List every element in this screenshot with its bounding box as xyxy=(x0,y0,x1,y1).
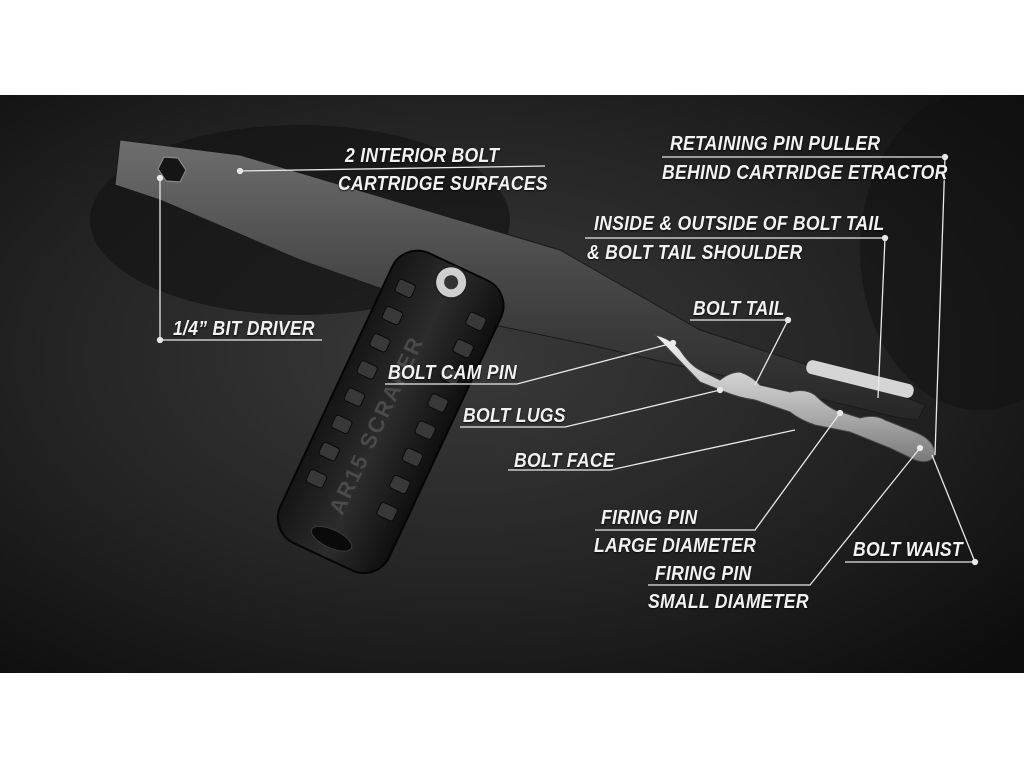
label-bolt-cam-pin: BOLT CAM PIN xyxy=(388,362,517,384)
scalloped-tip xyxy=(653,334,936,463)
hex-bit-socket xyxy=(157,156,187,183)
label-firing-pin-large-line2: LARGE DIAMETER xyxy=(594,535,757,557)
tool-photo: AR15 SCRAPER xyxy=(0,95,1024,673)
label-bolt-tail-inside-line2: & BOLT TAIL SHOULDER xyxy=(587,242,803,264)
label-firing-pin-small-line2: SMALL DIAMETER xyxy=(648,591,809,613)
lanyard-hole xyxy=(310,525,353,552)
label-interior-bolt-line1: 2 INTERIOR BOLT xyxy=(345,145,500,167)
label-interior-bolt-line2: CARTRIDGE SURFACES xyxy=(338,173,548,195)
label-bolt-lugs: BOLT LUGS xyxy=(463,405,566,427)
label-bolt-tail: BOLT TAIL xyxy=(693,298,785,320)
label-bit-driver: 1/4” BIT DRIVER xyxy=(173,318,315,340)
label-bolt-waist: BOLT WAIST xyxy=(853,539,963,561)
label-retaining-pin-line2: BEHIND CARTRIDGE ETRACTOR xyxy=(662,162,948,184)
steel-blade xyxy=(114,139,936,463)
leader-lines xyxy=(156,153,979,586)
retaining-pin-groove xyxy=(806,360,914,398)
label-bolt-face: BOLT FACE xyxy=(514,450,615,472)
label-firing-pin-large-line1: FIRING PIN xyxy=(601,507,698,529)
label-firing-pin-small-line1: FIRING PIN xyxy=(655,563,752,585)
label-retaining-pin-line1: RETAINING PIN PULLER xyxy=(670,133,881,155)
label-bolt-tail-inside-line1: INSIDE & OUTSIDE OF BOLT TAIL xyxy=(594,213,885,235)
